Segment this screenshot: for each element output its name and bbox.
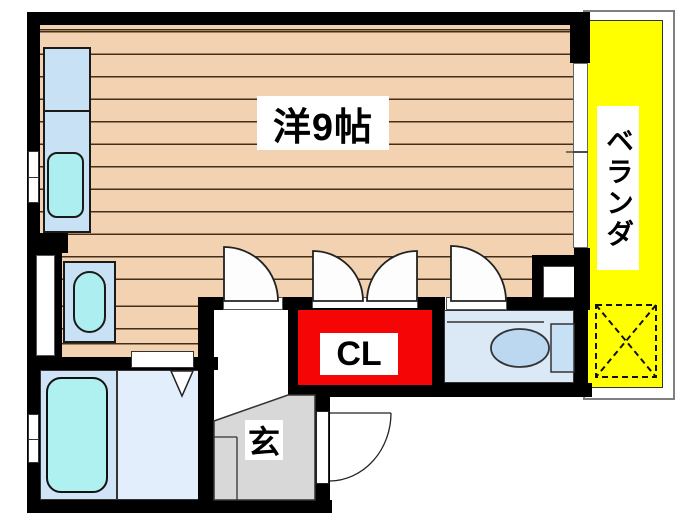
front-door-swing [329,412,392,482]
veranda-label: ベランダ [603,126,634,250]
closet-label: CL [336,334,382,373]
room-door [223,246,279,302]
kitchen-sink [47,152,84,218]
wall-south-seg-a [198,297,224,310]
wall-toilet-right [574,310,588,390]
wall-right-mid [574,248,590,310]
veranda-label-box: ベランダ [597,106,639,270]
closet-label-box: CL [320,333,398,375]
closet-door-right [366,250,418,302]
wall-south-seg-d [506,297,534,310]
main-room-floor [40,25,574,297]
entrance-label-box: 玄 [245,420,283,460]
closet-door-left [312,250,364,302]
wall-left-bulge-upper [27,233,68,253]
corner-window [543,266,575,298]
toilet-bowl [490,328,550,368]
wall-top [27,12,590,25]
entrance-step-line [214,436,238,500]
washing-machine-pan [595,304,657,378]
wall-service-panel [36,255,55,356]
wall-corridor-left [198,310,214,513]
toilet-door [450,245,507,302]
wall-right-top [570,12,590,63]
kitchen-counter-divider [45,110,89,112]
washbasin-bowl [73,271,106,333]
bathroom-window [28,414,39,463]
bathtub [46,377,108,493]
front-door-leaf [316,411,329,484]
main-room-label: 洋9帖 [272,106,374,149]
entrance-label: 玄 [247,424,280,460]
wall-bottom [27,500,332,513]
main-room-label-box: 洋9帖 [257,96,389,150]
toilet-tank [550,323,575,373]
shower-door-mark [169,370,195,398]
shower-zone-floor [117,370,200,500]
bathroom-door-opening [131,351,194,368]
kitchen-window [28,151,39,203]
